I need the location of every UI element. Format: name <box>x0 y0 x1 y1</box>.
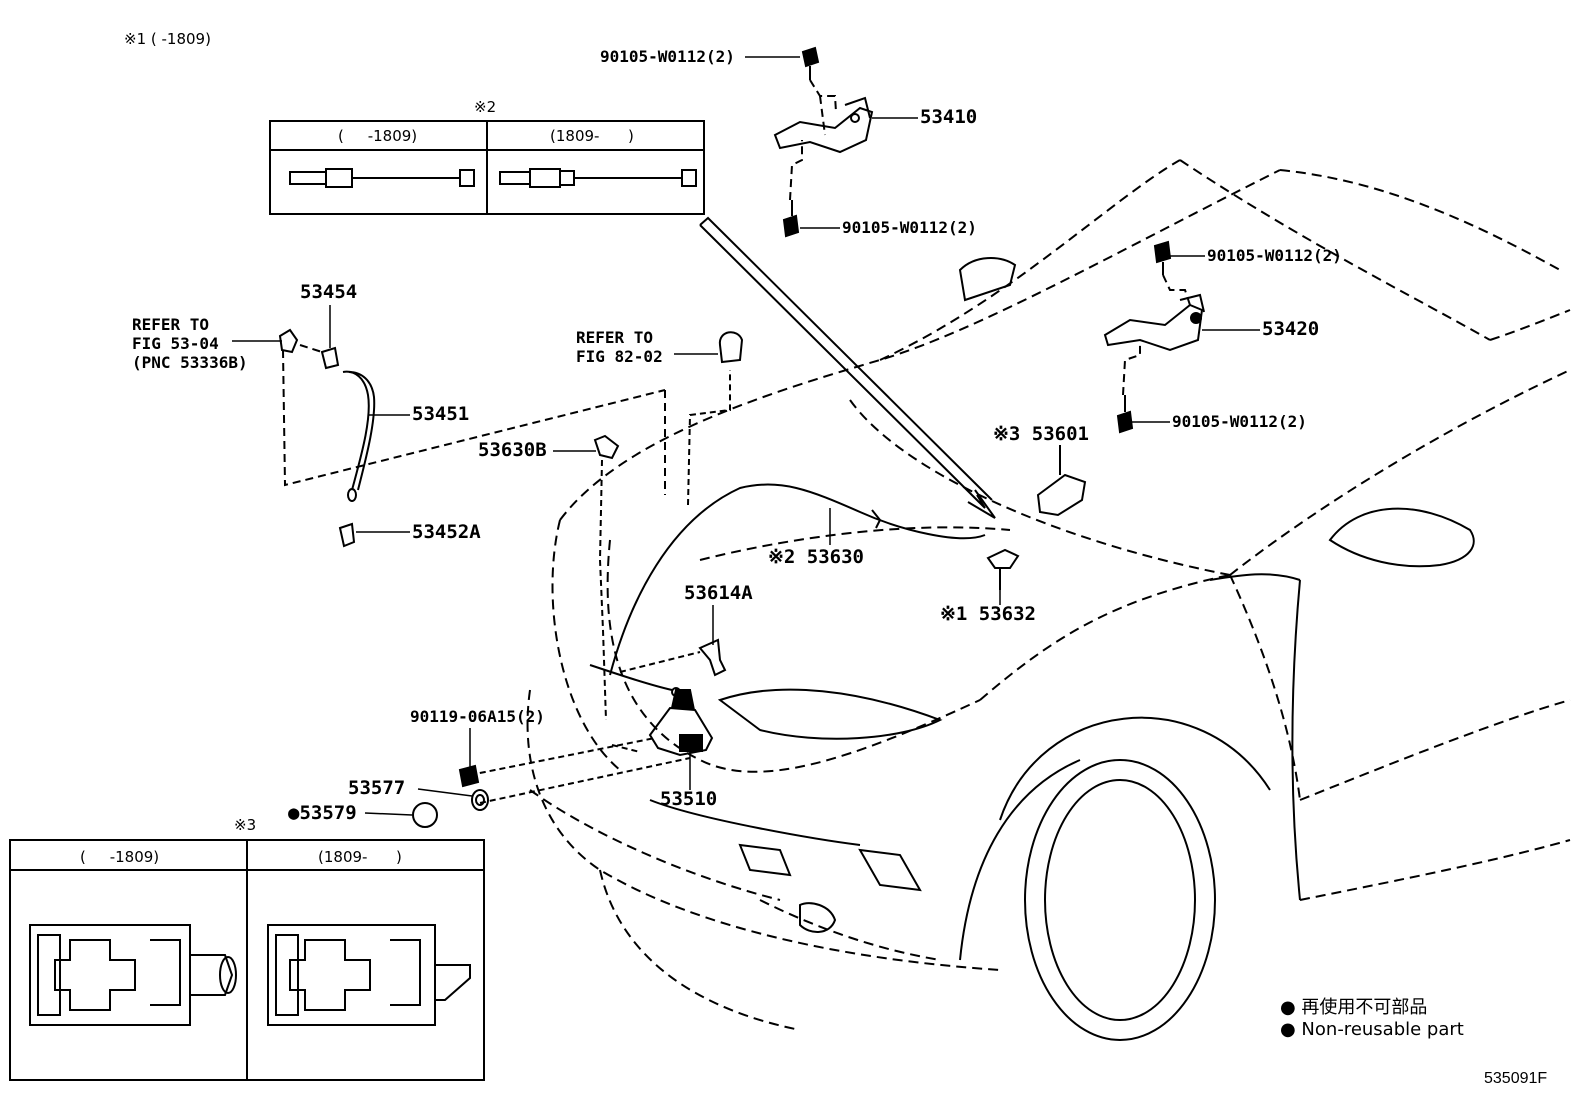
hood-lock-53510 <box>412 689 714 828</box>
inset-top-col-right: (1809- ) <box>550 127 634 145</box>
bracket-53601 <box>1036 445 1087 517</box>
part-label-53452A: 53452A <box>412 521 481 543</box>
part-label-53410: 53410 <box>920 106 978 128</box>
part-label-53420: 53420 <box>1262 318 1320 340</box>
inset-bottom-col-right: (1809- ) <box>318 848 402 866</box>
part-label-53451: 53451 <box>412 403 470 425</box>
inset-bottom-col-left: ( -1809) <box>80 848 160 866</box>
legend-line-jp: ● 再使用不可部品 <box>1280 997 1428 1018</box>
refer-to-fig-53-04: REFER TO FIG 53-04 (PNC 53336B) <box>132 315 248 372</box>
part-label-53614A: 53614A <box>684 582 753 604</box>
car-body-outline <box>526 159 1571 1031</box>
part-label-90105-top: 90105-W0112(2) <box>600 47 735 66</box>
hood-hinge-53410 <box>773 46 874 238</box>
part-label-53577: 53577 <box>348 777 406 799</box>
car-body-solid <box>649 257 1475 1041</box>
part-label-53601: ※3 53601 <box>993 423 1089 445</box>
part-label-53579: ●53579 <box>288 802 357 824</box>
inset-top-col-left: ( -1809) <box>338 127 418 145</box>
part-label-90105-right-bottom: 90105-W0112(2) <box>1172 412 1307 431</box>
part-label-53454: 53454 <box>300 281 358 303</box>
inset-box-clamp-variants <box>9 839 485 1081</box>
hood-hinge-53420 <box>1103 240 1205 434</box>
part-label-53510: 53510 <box>660 788 718 810</box>
part-label-53632: ※1 53632 <box>940 603 1036 625</box>
refer-to-fig-82-02: REFER TO FIG 82-02 <box>576 328 663 366</box>
release-cable <box>589 331 986 721</box>
clamp-53614A <box>619 638 727 677</box>
inset-bottom-mark: ※3 <box>234 816 257 834</box>
figure-code: 535091F <box>1484 1070 1548 1087</box>
inset-pointer-arrow <box>699 216 996 519</box>
part-label-53630B: 53630B <box>478 439 547 461</box>
inset-box-cable-variants <box>269 120 705 215</box>
hood-support-rod <box>278 328 666 548</box>
legend-line-en: ● Non-reusable part <box>1280 1019 1464 1040</box>
inset-top-mark: ※2 <box>474 98 497 116</box>
top-note-mark: ※1 ( -1809) <box>124 30 211 48</box>
part-label-53630: ※2 53630 <box>768 546 864 568</box>
part-label-90105-lower: 90105-W0112(2) <box>842 218 977 237</box>
clip-53632 <box>986 548 1020 590</box>
leader-lines <box>232 56 1260 816</box>
part-label-90105-right-top: 90105-W0112(2) <box>1207 246 1342 265</box>
part-label-90119: 90119-06A15(2) <box>410 707 545 726</box>
